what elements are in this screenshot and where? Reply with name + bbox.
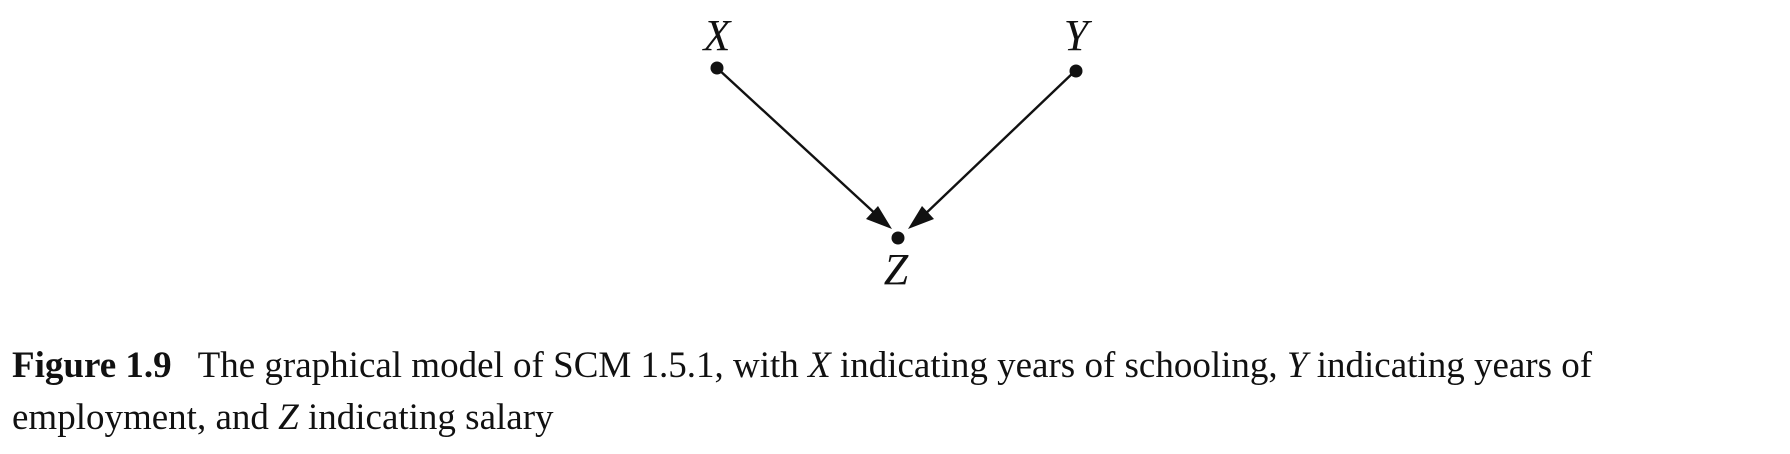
caption-text-1: The graphical model of SCM 1.5.1, with (197, 345, 809, 386)
caption-text-3: indicating years of employment, and (12, 345, 1593, 438)
caption-var-z: Z (278, 397, 299, 438)
node-y-label: Y (1064, 11, 1093, 60)
edge-y-to-z (920, 70, 1076, 219)
caption-var-y: Y (1286, 345, 1308, 386)
caption-text-2: indicating years of schooling, (830, 345, 1287, 386)
node-x-dot (710, 61, 724, 75)
causal-graph: X Y Z (702, 11, 1093, 294)
arrowhead-x-to-z (866, 206, 892, 229)
figure-caption: Figure 1.9 The graphical model of SCM 1.5… (12, 340, 1778, 444)
node-x-label: X (702, 11, 733, 60)
node-z-dot (891, 231, 905, 245)
node-y-dot (1069, 64, 1083, 78)
edge-x-to-z (716, 67, 881, 219)
arrowhead-y-to-z (908, 206, 934, 229)
caption-var-x: X (808, 345, 831, 386)
caption-text-4: indicating salary (298, 397, 554, 438)
node-z-label: Z (884, 245, 909, 294)
figure-label: Figure 1.9 (12, 345, 172, 386)
